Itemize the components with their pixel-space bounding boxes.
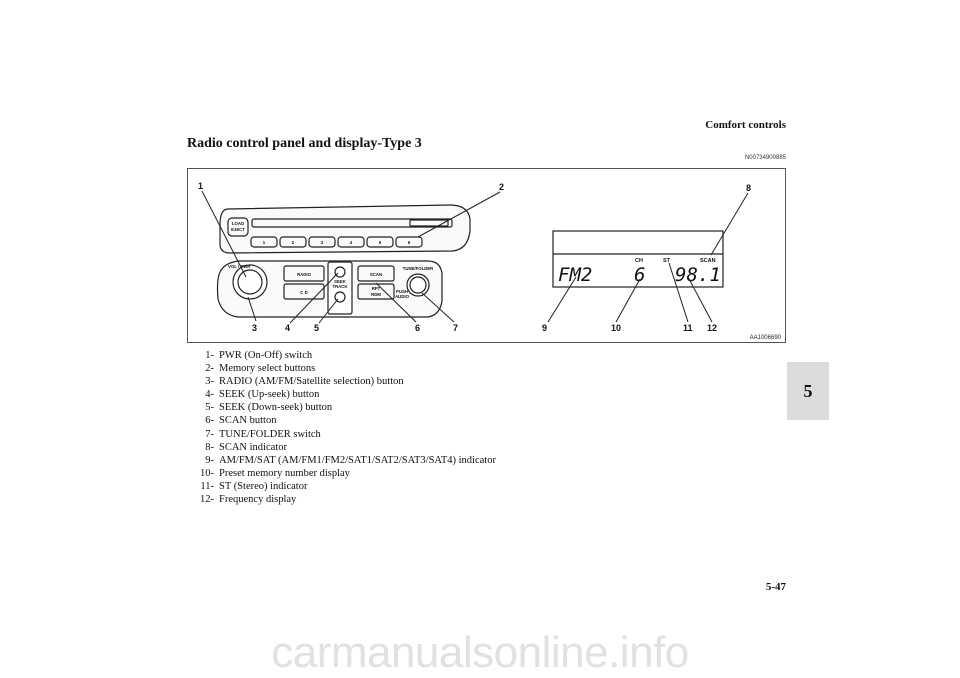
- callout-8: 8: [746, 183, 751, 193]
- preset-label-1: 1: [263, 240, 266, 245]
- list-item: 1- PWR (On-Off) switch: [190, 349, 496, 362]
- preset-label-2: 2: [292, 240, 295, 245]
- callout-7: 7: [453, 323, 458, 333]
- st-indicator: ST: [663, 258, 671, 264]
- list-item: 9- AM/FM/SAT (AM/FM1/FM2/SAT1/SAT2/SAT3/S…: [190, 454, 496, 467]
- figure-id: AA1006690: [750, 335, 782, 341]
- rpt-label: RPT: [372, 286, 381, 291]
- seek-down-button[interactable]: [334, 291, 346, 303]
- list-item-number: 11-: [200, 480, 214, 492]
- list-item: 8- SCAN indicator: [190, 441, 496, 454]
- page-number: 5-47: [765, 581, 786, 593]
- document-code: N00734900885: [744, 155, 786, 161]
- list-item-text: RADIO (AM/FM/Satellite selection) button: [219, 376, 404, 388]
- callout-10: 10: [611, 323, 621, 333]
- preset-label-4: 4: [350, 240, 353, 245]
- track-label: TRACK: [332, 284, 348, 289]
- list-item-text: TUNE/FOLDER switch: [219, 428, 321, 440]
- callout-9: 9: [542, 323, 547, 333]
- callout-leader-lines: [201, 190, 749, 324]
- list-item: 10- Preset memory number display: [190, 467, 496, 480]
- list-item-number: 9-: [205, 454, 214, 466]
- tune-folder-label: TUNE/FOLDER: [403, 266, 434, 271]
- list-item-text: Preset memory number display: [219, 467, 350, 479]
- list-item: 11- ST (Stereo) indicator: [190, 480, 496, 493]
- preset-label-6: 6: [408, 240, 411, 245]
- list-item: 7- TUNE/FOLDER switch: [190, 428, 496, 441]
- list-item-number: 2-: [205, 363, 214, 375]
- section-header: Comfort controls: [705, 119, 786, 131]
- list-item-number: 1-: [205, 350, 214, 361]
- seek-label: SEEK: [334, 279, 347, 284]
- callout-5: 5: [314, 323, 319, 333]
- list-item: 12- Frequency display: [190, 493, 496, 506]
- push-label: PUSH: [396, 289, 408, 294]
- preset-label-5: 5: [379, 240, 382, 245]
- callout-2: 2: [499, 182, 504, 192]
- list-item-number: 7-: [205, 428, 214, 440]
- load-label: LOAD: [232, 221, 244, 226]
- audio-label: AUDIO: [395, 294, 410, 299]
- ch-indicator: CH: [635, 258, 643, 264]
- preset-number-display: 6: [634, 264, 645, 286]
- list-item: 3- RADIO (AM/FM/Satellite selection) butt…: [190, 375, 496, 388]
- scan-indicator: SCAN: [700, 258, 716, 264]
- radio-panel-illustration: LOAD EJECT 1 2 3 4 5 6 VOL / PWR RADIO C…: [198, 181, 782, 341]
- callout-11: 11: [683, 323, 693, 333]
- list-item-number: 12-: [200, 494, 214, 506]
- list-item-text: AM/FM/SAT (AM/FM1/FM2/SAT1/SAT2/SAT3/SAT…: [219, 454, 496, 466]
- pwr-label: VOL / PWR: [228, 264, 251, 269]
- list-item: 5- SEEK (Down-seek) button: [190, 401, 496, 414]
- list-item-number: 8-: [205, 441, 214, 453]
- list-item: 6- SCAN button: [190, 414, 496, 427]
- list-item-text: SEEK (Up-seek) button: [219, 389, 320, 401]
- radio-button[interactable]: [283, 265, 325, 282]
- head-unit-bottom: [216, 260, 443, 318]
- chapter-tab: 5: [787, 362, 829, 420]
- callout-6: 6: [415, 323, 420, 333]
- list-item-number: 5-: [205, 402, 214, 414]
- list-item-number: 4-: [205, 389, 214, 401]
- lcd-display: [552, 230, 724, 288]
- rdm-label: RDM: [371, 292, 381, 297]
- seek-up-button[interactable]: [334, 266, 346, 278]
- list-item-text: PWR (On-Off) switch: [219, 350, 313, 361]
- page-title: Radio control panel and display-Type 3: [187, 136, 422, 151]
- list-item-number: 3-: [205, 376, 214, 388]
- load-eject-button[interactable]: [227, 217, 249, 237]
- component-list: 1- PWR (On-Off) switch 2- Memory select bu…: [190, 349, 496, 506]
- callout-1: 1: [198, 181, 203, 191]
- list-item: 2- Memory select buttons: [190, 362, 496, 375]
- scan-button[interactable]: [357, 265, 395, 282]
- list-item-text: SEEK (Down-seek) button: [219, 402, 333, 414]
- cd-label: C D: [300, 290, 307, 295]
- list-item-text: Frequency display: [219, 494, 297, 506]
- list-item-text: SCAN button: [219, 415, 277, 427]
- band-indicator: FM2: [558, 264, 592, 286]
- callout-3: 3: [252, 323, 257, 333]
- frequency-display: 98.1: [675, 264, 721, 286]
- radio-label: RADIO: [297, 272, 312, 277]
- eject-label: EJECT: [231, 227, 245, 232]
- preset-label-3: 3: [321, 240, 324, 245]
- list-item: 4- SEEK (Up-seek) button: [190, 388, 496, 401]
- radio-panel-figure: LOAD EJECT 1 2 3 4 5 6 VOL / PWR RADIO C…: [187, 168, 786, 343]
- watermark: carmanualsonline.info: [271, 628, 689, 677]
- list-item-text: SCAN indicator: [219, 441, 287, 453]
- list-item-number: 6-: [205, 415, 214, 427]
- list-item-text: ST (Stereo) indicator: [219, 480, 308, 492]
- scan-button-label: SCAN: [370, 272, 382, 277]
- callout-4: 4: [285, 323, 290, 333]
- list-item-text: Memory select buttons: [219, 363, 316, 375]
- head-unit-top: [219, 204, 471, 254]
- callout-12: 12: [707, 323, 717, 333]
- list-item-number: 10-: [200, 467, 214, 479]
